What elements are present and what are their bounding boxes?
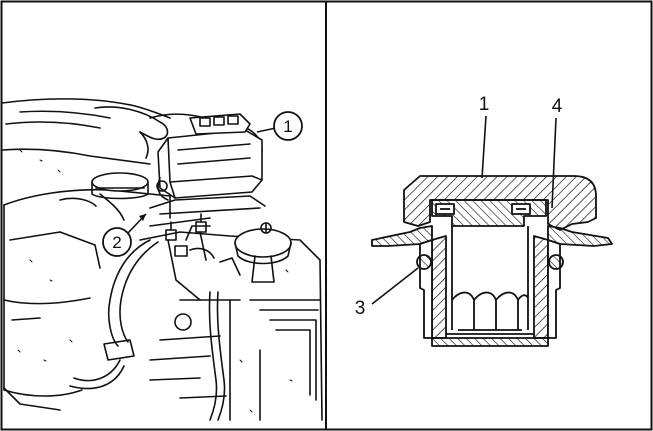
stipple-shading [17,149,293,413]
right-panel-cross-section [371,175,613,347]
callout-2: 2 [102,213,147,257]
fuel-tank [3,172,171,411]
label-1: 1 [479,94,490,179]
mounting-bolts [149,213,211,241]
label-3-text: 3 [355,298,366,319]
body-left-wall [431,235,447,339]
label-4: 4 [551,96,563,209]
inner-cage [451,226,529,331]
callout-1-label: 1 [283,117,292,136]
carburetor-housing [149,113,266,215]
cap-screws [435,203,531,215]
cap-top [403,175,597,231]
breather-disk [234,222,292,283]
label-3: 3 [355,267,419,319]
o-rings [416,254,564,270]
label-1-text: 1 [479,94,490,115]
body-right-wall [533,235,549,339]
callout-2-label: 2 [112,233,121,252]
callout-1: 1 [256,111,303,141]
label-4-text: 4 [552,96,563,117]
body-bottom [431,337,549,347]
fuel-hoses [69,225,226,421]
left-panel-illustration [1,98,323,421]
